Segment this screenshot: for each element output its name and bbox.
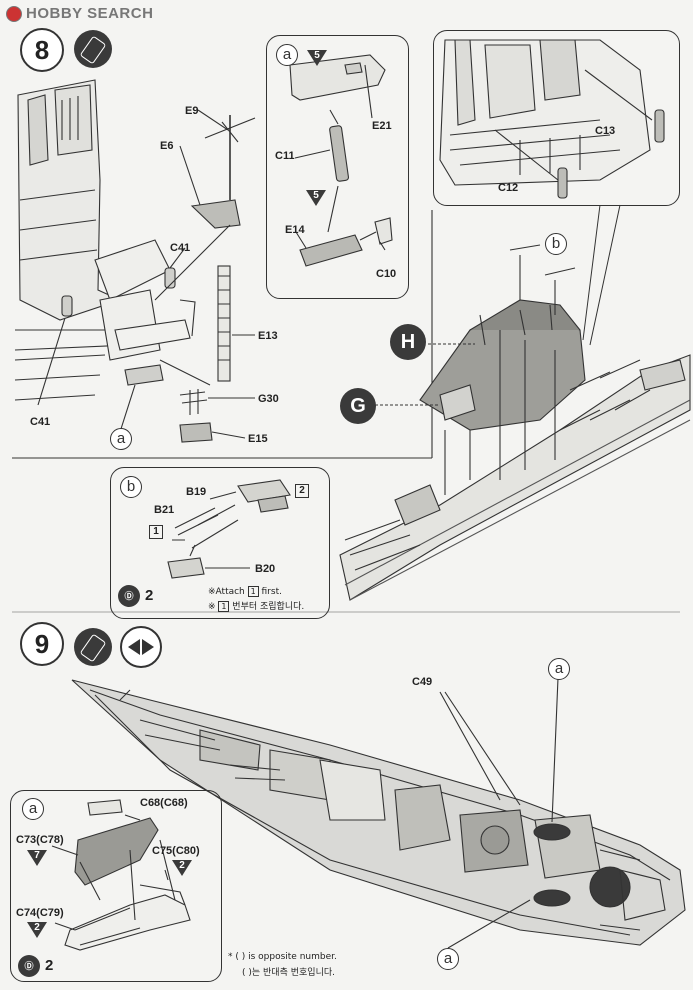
part-label-g30: G30 [258, 393, 279, 405]
reference-marker-a-bottom: a [437, 948, 459, 970]
part-label-e6: E6 [160, 140, 174, 152]
part-label-e21: E21 [372, 120, 392, 132]
quantity-triangle-c75 [172, 860, 192, 876]
box-marker-1: 1 [149, 525, 163, 539]
part-label-c13: C13 [595, 125, 616, 137]
decal-count: 2 [145, 587, 154, 604]
attach-note-kr: ※ 1 번부터 조립합니다. [208, 599, 304, 612]
flip-side-icon [120, 626, 162, 668]
detail-label-b: b [120, 476, 142, 498]
part-label-b21: B21 [154, 504, 175, 516]
decal-count-bottom: 2 [45, 957, 54, 974]
part-label-c68: C68(C68) [140, 797, 188, 809]
decal-count-icon: Ⓓ [118, 585, 140, 607]
box-marker-2: 2 [295, 484, 309, 498]
part-label-c49: C49 [412, 676, 433, 688]
detail-label-a-bottom: a [22, 798, 44, 820]
part-label-e14: E14 [285, 224, 305, 236]
part-label-b19: B19 [186, 486, 207, 498]
attach-note-en-post: first. [261, 587, 282, 597]
part-label-c41-top: C41 [170, 242, 191, 254]
reference-marker-a: a [110, 428, 132, 450]
part-label-e9: E9 [185, 105, 199, 117]
quantity-c75: 2 [179, 860, 185, 871]
reference-marker-a-top: a [548, 658, 570, 680]
attach-note-en: ※Attach 1 first. [208, 586, 282, 597]
step-number-9: 9 [20, 622, 64, 666]
detail-panel-zoom [433, 30, 680, 206]
step-number-8: 8 [20, 28, 64, 72]
reference-marker-b: b [545, 233, 567, 255]
part-label-c11: C11 [275, 150, 295, 162]
part-label-c75: C75(C80) [152, 845, 200, 857]
quantity-5b: 5 [313, 190, 319, 201]
footnote-en: * ( ) is opposite number. [228, 952, 337, 962]
part-label-c10: C10 [376, 268, 397, 280]
quantity-triangle-5b [306, 190, 326, 206]
logo-text: HOBBY SEARCH [26, 5, 154, 22]
attach-note-kr-post: 번부터 조립합니다. [232, 602, 305, 612]
detail-panel-b [110, 467, 330, 619]
quantity-triangle-5a [307, 50, 327, 66]
header-logo: HOBBY SEARCH [6, 5, 153, 22]
quantity-5a: 5 [314, 50, 320, 61]
logo-icon [6, 5, 22, 22]
part-label-e13: E13 [258, 330, 278, 342]
footnote-kr: ( )는 반대측 번호입니다. [242, 968, 335, 978]
quantity-triangle-c74 [27, 922, 47, 938]
sub-assembly-marker-h: H [390, 324, 426, 360]
attach-note-en-box: 1 [247, 586, 259, 597]
detail-label-a-top: a [276, 44, 298, 66]
part-label-c74: C74(C79) [16, 907, 64, 919]
part-label-c12: C12 [498, 182, 519, 194]
part-label-b20: B20 [255, 563, 276, 575]
part-label-c41-bottom: C41 [30, 416, 51, 428]
detail-panel-a-bottom [10, 790, 222, 982]
quantity-c74: 2 [34, 922, 40, 933]
quantity-c73: 7 [34, 850, 40, 861]
attach-note-en-pre: ※Attach [208, 587, 245, 597]
part-label-c73: C73(C78) [16, 834, 64, 846]
sub-assembly-marker-g: G [340, 388, 376, 424]
attach-note-kr-pre: ※ [208, 602, 216, 612]
decal-count-icon-bottom: Ⓓ [18, 955, 40, 977]
detail-panel-a-top [266, 35, 409, 299]
quantity-triangle-c73 [27, 850, 47, 866]
cement-icon [74, 30, 112, 68]
attach-note-kr-box: 1 [218, 601, 230, 612]
part-label-e15: E15 [248, 433, 268, 445]
cement-icon-step9 [74, 628, 112, 666]
